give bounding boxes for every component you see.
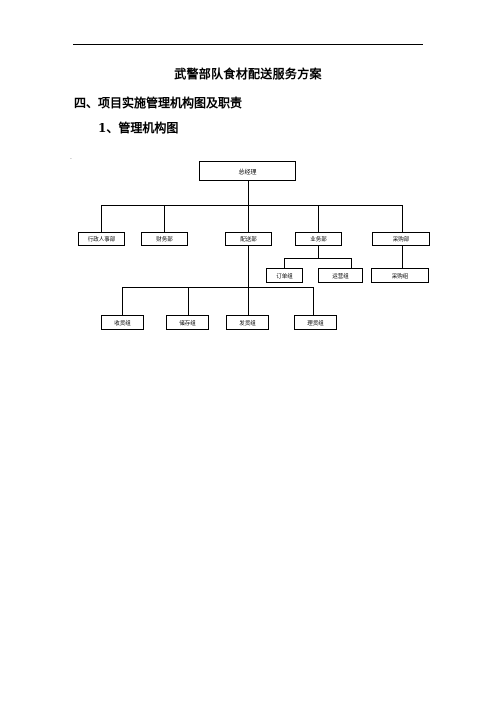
org-node-department: 行政人事部 (78, 232, 125, 246)
connector-line (402, 246, 403, 268)
connector-line (101, 205, 403, 206)
org-node-department: 采购部 (372, 232, 430, 246)
connector-line (164, 205, 165, 232)
connector-line (248, 287, 249, 315)
connector-line (313, 287, 314, 315)
document-title: 武警部队食材配送服务方案 (174, 67, 322, 81)
subsection-heading: 1、管理机构图 (98, 121, 179, 135)
connector-line (122, 287, 314, 288)
stray-mark: . (70, 154, 72, 161)
org-node-department: 业务部 (295, 232, 342, 246)
section-heading: 四、项目实施管理机构图及职责 (74, 96, 243, 110)
connector-line (284, 258, 352, 259)
connector-line (122, 287, 123, 315)
connector-line (284, 258, 285, 268)
org-node-department: 配送部 (225, 232, 272, 246)
connector-line (248, 246, 249, 287)
connector-line (318, 205, 319, 232)
connector-line (318, 246, 319, 258)
org-node-root: 总经理 (199, 161, 296, 181)
connector-line (248, 181, 249, 205)
org-node-group: 采购组 (371, 268, 429, 283)
connector-line (402, 205, 403, 232)
org-node-group: 理货组 (294, 315, 337, 330)
connector-line (188, 287, 189, 315)
org-node-group: 订单组 (266, 268, 303, 283)
header-rule (73, 44, 423, 45)
org-node-department: 财务部 (141, 232, 188, 246)
connector-line (351, 258, 352, 268)
org-node-group: 运营组 (318, 268, 363, 283)
connector-line (248, 205, 249, 232)
org-node-group: 发货组 (226, 315, 269, 330)
connector-line (101, 205, 102, 232)
org-node-group: 收货组 (101, 315, 144, 330)
org-node-group: 储存组 (166, 315, 209, 330)
